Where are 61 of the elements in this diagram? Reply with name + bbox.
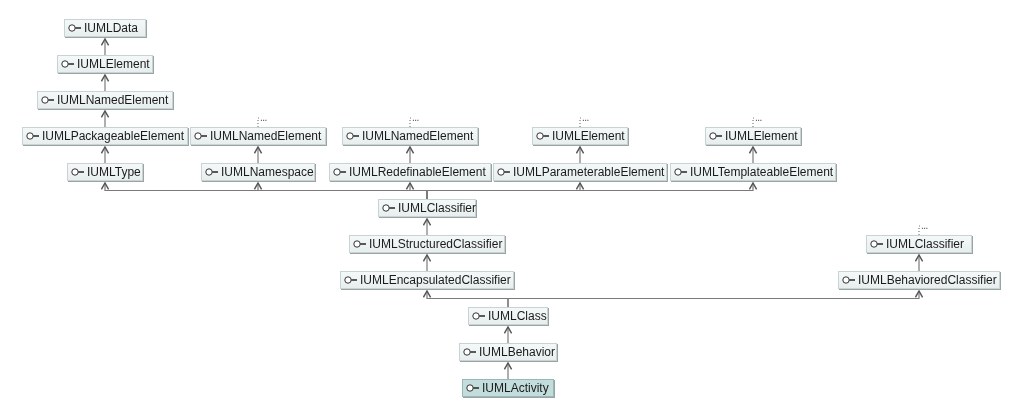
interface-name: IUMLPackageableElement [42, 129, 185, 143]
inheritance-arrow [914, 254, 924, 272]
inheritance-arrow [100, 146, 110, 164]
inheritance-arrow [100, 74, 110, 92]
interface-name: IUMLNamespace [221, 165, 314, 179]
interface-name: IUMLElement [725, 129, 798, 143]
inheritance-arrow [100, 38, 110, 56]
interface-box [190, 127, 326, 145]
inheritance-arrow [503, 326, 513, 344]
interface-box [468, 307, 548, 325]
interface-name: IUMLData [84, 21, 139, 35]
interface-box [866, 235, 972, 253]
inheritance-arrow [422, 254, 432, 272]
interface-name: IUMLActivity [482, 381, 549, 395]
interface-name: IUMLEncapsulatedClassifier [360, 273, 511, 287]
inheritance-arrow [405, 146, 415, 164]
interface-name: IUMLClassifier [886, 237, 964, 251]
interface-name: IUMLBehavior [479, 345, 556, 359]
interface-box [349, 235, 505, 253]
inheritance-arrow [253, 146, 263, 164]
interface-name: IUMLParameterableElement [513, 165, 665, 179]
interface-box [705, 127, 801, 145]
ellipsis-text: ... [582, 114, 589, 122]
interface-box [459, 343, 557, 361]
inheritance-arrow [748, 146, 758, 164]
interface-box [64, 19, 146, 37]
interface-name: IUMLElement [77, 57, 150, 71]
inheritance-arrow [422, 218, 432, 236]
inheritance-arrow [100, 110, 110, 128]
interface-box [340, 271, 514, 289]
interface-box [378, 199, 476, 217]
interface-box [67, 163, 143, 181]
interface-box [670, 163, 836, 181]
selected-interface-box [462, 379, 554, 397]
interface-name: IUMLClassifier [398, 201, 476, 215]
ellipsis-text: ... [260, 114, 267, 122]
inheritance-arrow [507, 290, 924, 308]
interface-name: IUMLType [87, 165, 141, 179]
interface-box [838, 271, 1000, 289]
inheritance-arrow [575, 146, 585, 164]
interface-name: IUMLElement [552, 129, 625, 143]
interface-box [532, 127, 628, 145]
interface-name: IUMLNamedElement [210, 129, 322, 143]
ellipsis-text: ... [755, 114, 762, 122]
interface-box [22, 127, 188, 145]
ellipsis-text: ... [412, 114, 419, 122]
interface-box [493, 163, 667, 181]
interface-name: IUMLRedefinableElement [349, 165, 486, 179]
interface-box [37, 91, 173, 109]
interface-box [57, 55, 153, 73]
ellipsis-text: ... [921, 222, 928, 230]
interface-name: IUMLStructuredClassifier [369, 237, 503, 251]
interface-name: IUMLBehavioredClassifier [858, 273, 997, 287]
interface-box [329, 163, 491, 181]
interface-name: IUMLClass [488, 309, 547, 323]
interface-box [342, 127, 478, 145]
interface-name: IUMLTemplateableElement [690, 165, 834, 179]
inheritance-arrow [503, 362, 513, 380]
interface-name: IUMLNamedElement [57, 93, 169, 107]
interface-box [201, 163, 315, 181]
interface-name: IUMLNamedElement [362, 129, 474, 143]
